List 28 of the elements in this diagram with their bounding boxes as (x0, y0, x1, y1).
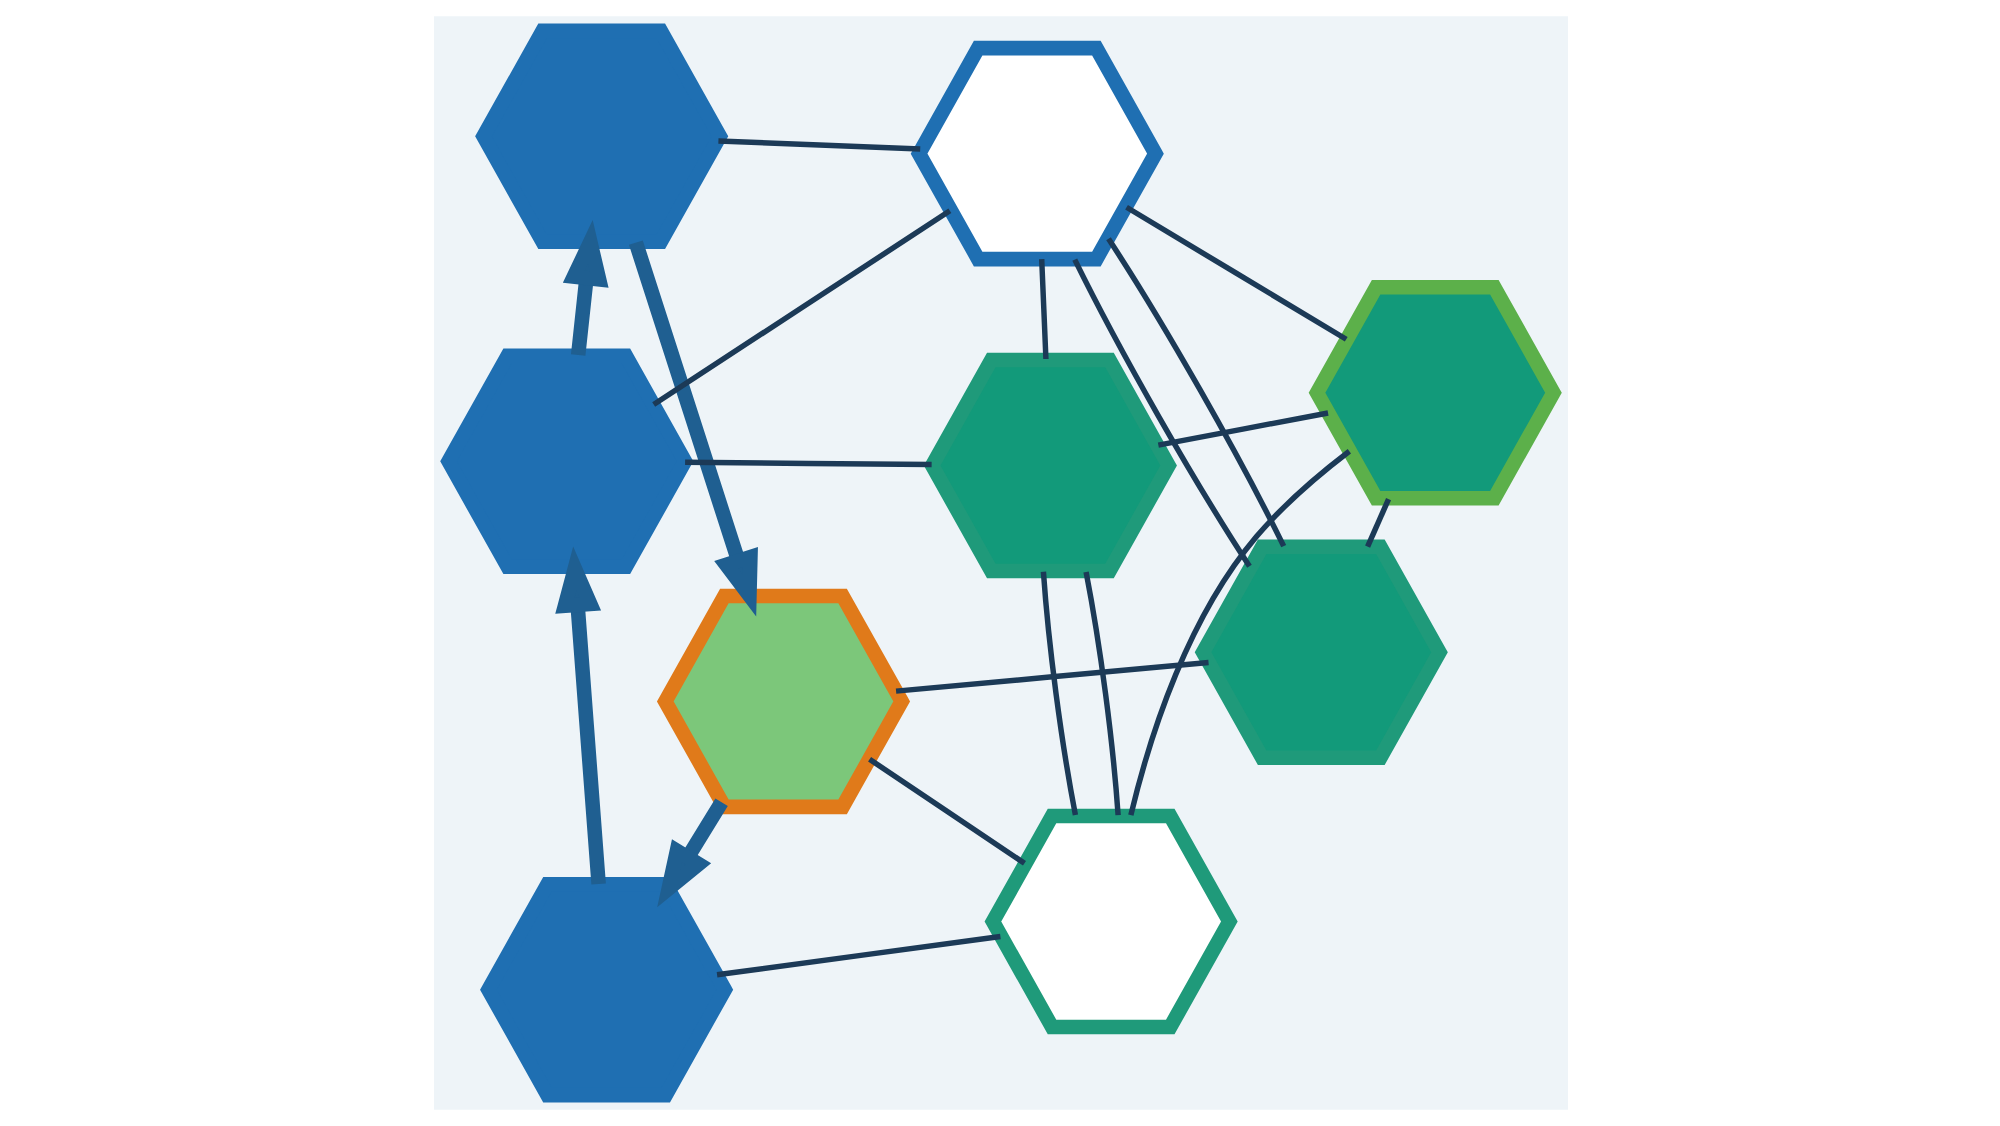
connector (867, 757, 1026, 866)
connector (1124, 204, 1347, 342)
connector (1082, 571, 1120, 816)
connector (894, 659, 1208, 694)
connector (1037, 259, 1048, 360)
arrow (554, 546, 605, 885)
node-hexagon (922, 352, 1176, 579)
connector (1071, 258, 1251, 568)
node-hexagon (439, 348, 693, 575)
node-hexagon (479, 876, 733, 1103)
connector (715, 933, 1000, 978)
node-hexagon (474, 23, 728, 250)
node-hexagon (655, 588, 910, 815)
connector (1156, 410, 1328, 448)
node-hexagon (909, 40, 1163, 267)
connector (717, 138, 920, 152)
connector (684, 459, 931, 468)
connector (1364, 497, 1391, 548)
node-hexagon (1307, 279, 1561, 506)
connector (1105, 237, 1286, 548)
connector (1039, 571, 1078, 816)
arrow (656, 798, 727, 908)
arrow (627, 240, 757, 617)
arrow (561, 220, 608, 356)
node-hexagon (983, 808, 1237, 1035)
connector (1127, 449, 1351, 816)
connector (651, 208, 951, 407)
node-hexagon (1193, 539, 1447, 765)
